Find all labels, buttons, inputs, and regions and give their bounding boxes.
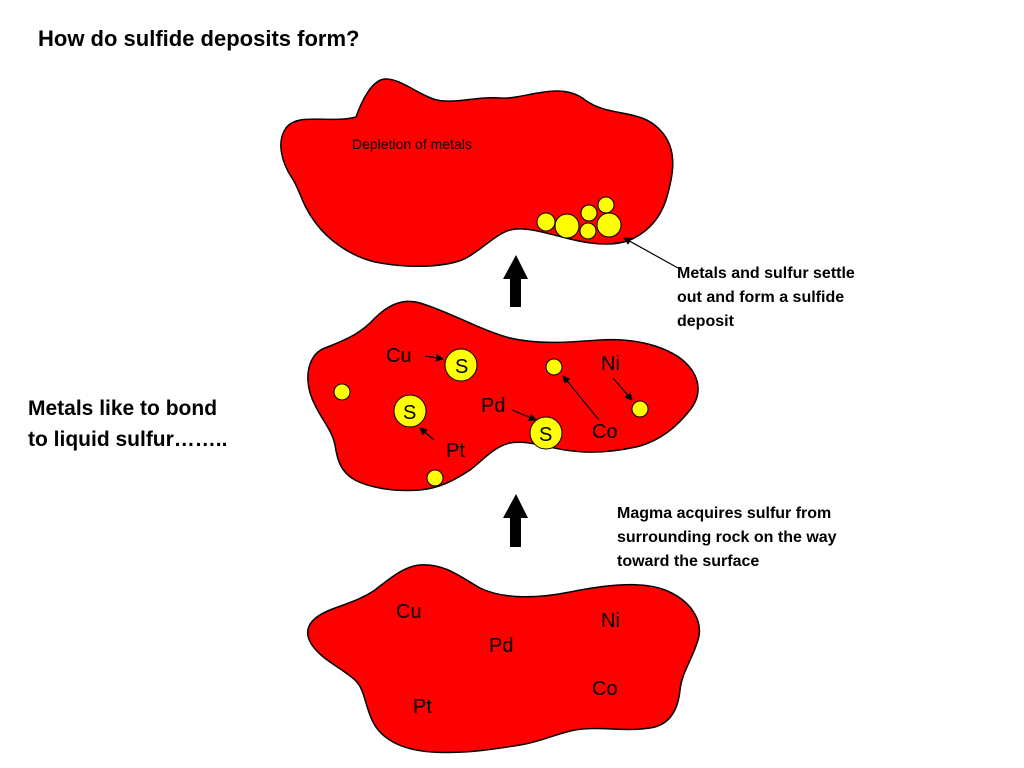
settle-note-line: Metals and sulfur settle	[677, 265, 855, 282]
element-label-pt: Pt	[446, 440, 465, 462]
co-bond-pointer	[562, 375, 600, 421]
acquire-note-line: Magma acquires sulfur from	[617, 505, 832, 522]
middle-magma-blob	[307, 300, 699, 492]
element-label-pd: Pd	[489, 635, 513, 657]
sulfide-deposit	[536, 196, 622, 240]
element-label-co: Co	[592, 421, 618, 443]
sulfur-label: S	[539, 424, 552, 446]
sulfide-droplet	[554, 213, 580, 239]
sulfur-droplet	[444, 348, 478, 382]
metal-droplet	[426, 469, 444, 487]
top-magma-blob	[280, 78, 674, 267]
sulfur-label: S	[455, 356, 468, 378]
acquire-note-line: surrounding rock on the way	[617, 529, 837, 546]
settle-note: Metals and sulfur settle out and form a …	[677, 262, 855, 334]
page-title: How do sulfide deposits form?	[38, 26, 360, 51]
sulfide-droplet	[596, 212, 622, 238]
depletion-label: Depletion of metals	[352, 136, 472, 152]
element-label-pt: Pt	[413, 696, 432, 718]
sulfide-droplet	[597, 196, 615, 214]
metal-droplet	[631, 400, 649, 418]
sulfide-droplet	[536, 212, 556, 232]
sulfur-droplet	[393, 394, 427, 428]
settle-note-line: deposit	[677, 313, 734, 330]
pd-bond-pointer	[511, 409, 537, 421]
bond-note: Metals like to bond to liquid sulfur……..	[28, 393, 227, 455]
ni-bond-pointer	[612, 377, 633, 401]
up-arrow-icon	[503, 494, 528, 547]
element-label-co: Co	[592, 678, 618, 700]
deposit-pointer	[623, 237, 679, 269]
sulfur-label: S	[403, 402, 416, 424]
cu-bond-pointer	[424, 353, 444, 362]
pt-bond-pointer	[419, 427, 435, 441]
element-label-ni: Ni	[601, 610, 620, 632]
sulfide-droplet	[579, 222, 597, 240]
sulfur-droplet	[529, 416, 563, 450]
acquire-note: Magma acquires sulfur from surrounding r…	[617, 502, 837, 574]
up-arrow-icon	[503, 255, 528, 307]
bond-note-line: Metals like to bond	[28, 397, 218, 420]
element-label-cu: Cu	[396, 601, 422, 623]
element-label-pd: Pd	[481, 395, 505, 417]
bottom-magma-blob	[307, 564, 701, 754]
element-label-cu: Cu	[386, 345, 412, 367]
metal-droplet	[545, 358, 563, 376]
settle-note-line: out and form a sulfide	[677, 289, 845, 306]
acquire-note-line: toward the surface	[617, 553, 760, 570]
sulfide-droplet	[580, 204, 598, 222]
element-label-ni: Ni	[601, 353, 620, 375]
bond-note-line: to liquid sulfur……..	[28, 428, 228, 451]
metal-droplet	[333, 383, 351, 401]
